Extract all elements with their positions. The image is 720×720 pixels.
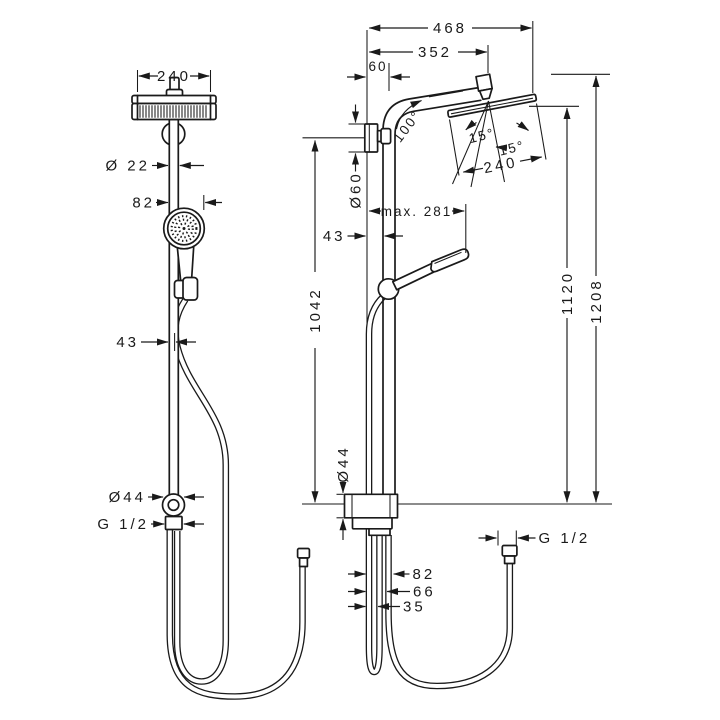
head-top-band — [131, 94, 217, 105]
dim-wall-to-pipe-label: 43 — [323, 228, 346, 245]
dim-bracket-height: 1042 — [302, 137, 365, 503]
dim-tilt-right-label: 15° — [497, 138, 526, 159]
head-pivot-flange — [165, 88, 184, 96]
dim-pipe-diameter-label: Ø 22 — [105, 158, 150, 175]
dim-overall-projection: 468 — [368, 20, 534, 93]
dim-outlet-diameter-label: Ø44 — [335, 445, 352, 482]
dim-hose-offset-a: 82 — [348, 566, 436, 583]
dim-wall-offset: 60 — [347, 59, 410, 91]
arm-detail-line — [428, 90, 464, 98]
dim-overall-height: 1208 — [551, 73, 610, 503]
dim-head-depth: 240 — [448, 103, 547, 177]
spray-center — [182, 227, 186, 230]
dim-arm-angle: 100° — [391, 99, 424, 145]
dim-pipe-diameter: Ø 22 — [105, 158, 204, 175]
dim-wall-thread-label: G 1/2 — [97, 516, 149, 533]
handshower-face-inner — [166, 211, 202, 246]
spray-ring-2 — [174, 218, 194, 239]
overhead-shower-front — [131, 76, 217, 121]
dim-hose-offset-c: 35 — [348, 599, 426, 616]
handshower-side — [377, 248, 470, 301]
spray-ring-1 — [170, 215, 198, 242]
slider-holder-clamp — [182, 276, 199, 301]
dim-hose-offset-b-label: 66 — [413, 584, 436, 601]
shower-pipe-front — [168, 118, 180, 500]
dim-head-height-label: 1120 — [559, 271, 576, 315]
front-view: 240 Ø 22 82 43 Ø44 G 1/2 — [97, 68, 311, 700]
dim-head-height: 1120 — [529, 105, 579, 503]
connection-hose-side — [385, 535, 514, 690]
dim-bracket-diameter: Ø60 — [348, 104, 365, 209]
handshower-head-side — [430, 248, 470, 273]
wall-union-inner — [167, 498, 180, 512]
head-face — [131, 102, 217, 121]
dim-arm-projection-label: 352 — [418, 44, 452, 61]
dim-wall-thread: G 1/2 — [97, 516, 204, 533]
dim-bracket-diameter-label: Ø60 — [348, 171, 365, 208]
dim-overall-projection-label: 468 — [433, 20, 467, 37]
dim-bar-to-hose: 43 — [116, 333, 196, 351]
showerhead-hatch — [139, 105, 207, 118]
tilt-fan: 15° 15° — [452, 100, 529, 188]
dim-outlet-diameter: Ø44 — [335, 445, 352, 540]
dim-wall-to-pipe: 43 — [323, 228, 403, 245]
dim-head-width: 240 — [136, 68, 212, 92]
dim-tilt-left-label: 15° — [467, 125, 496, 146]
dim-head-width-label: 240 — [157, 68, 191, 85]
dim-wall-union-diameter-label: Ø44 — [109, 489, 146, 506]
dim-hose-offset-b: 66 — [348, 584, 436, 601]
dim-max-reach-label: max. 281 — [381, 204, 453, 219]
handshower-front — [162, 207, 206, 301]
spray-ring-3 — [177, 222, 191, 235]
hose-end-fitting-side — [501, 544, 518, 565]
dim-hose-thread-label: G 1/2 — [539, 530, 591, 547]
hose-end-fitting-front — [296, 547, 311, 568]
dim-wall-union-diameter: Ø44 — [109, 489, 204, 506]
dim-hose-thread: G 1/2 — [478, 530, 591, 547]
dim-handshower-width: 82 — [132, 195, 222, 212]
handshower-hose-side — [365, 293, 387, 676]
handshower-hose-front — [172, 297, 230, 685]
side-view: 15° 15° 240 100° — [302, 20, 612, 690]
dim-head-depth-label: 240 — [482, 154, 519, 177]
outlet-block — [343, 493, 399, 537]
wall-union-escutcheon — [161, 493, 186, 517]
dim-bracket-height-label: 1042 — [307, 287, 324, 332]
overhead-shower-side — [447, 93, 538, 118]
dim-max-reach: max. 281 — [368, 204, 467, 253]
connection-hose-front — [166, 529, 306, 700]
dim-wall-offset-label: 60 — [368, 59, 387, 74]
dim-bar-to-hose-label: 43 — [116, 334, 139, 351]
dim-handshower-width-label: 82 — [132, 195, 155, 212]
dim-overall-height-label: 1208 — [588, 278, 605, 323]
head-pivot-cone — [478, 87, 493, 101]
dim-hose-offset-c-label: 35 — [403, 599, 426, 616]
dim-hose-offset-a-label: 82 — [413, 566, 436, 583]
wall-bracket — [363, 123, 392, 153]
wall-union-fitting — [164, 515, 183, 531]
dim-arm-projection: 352 — [368, 44, 489, 73]
